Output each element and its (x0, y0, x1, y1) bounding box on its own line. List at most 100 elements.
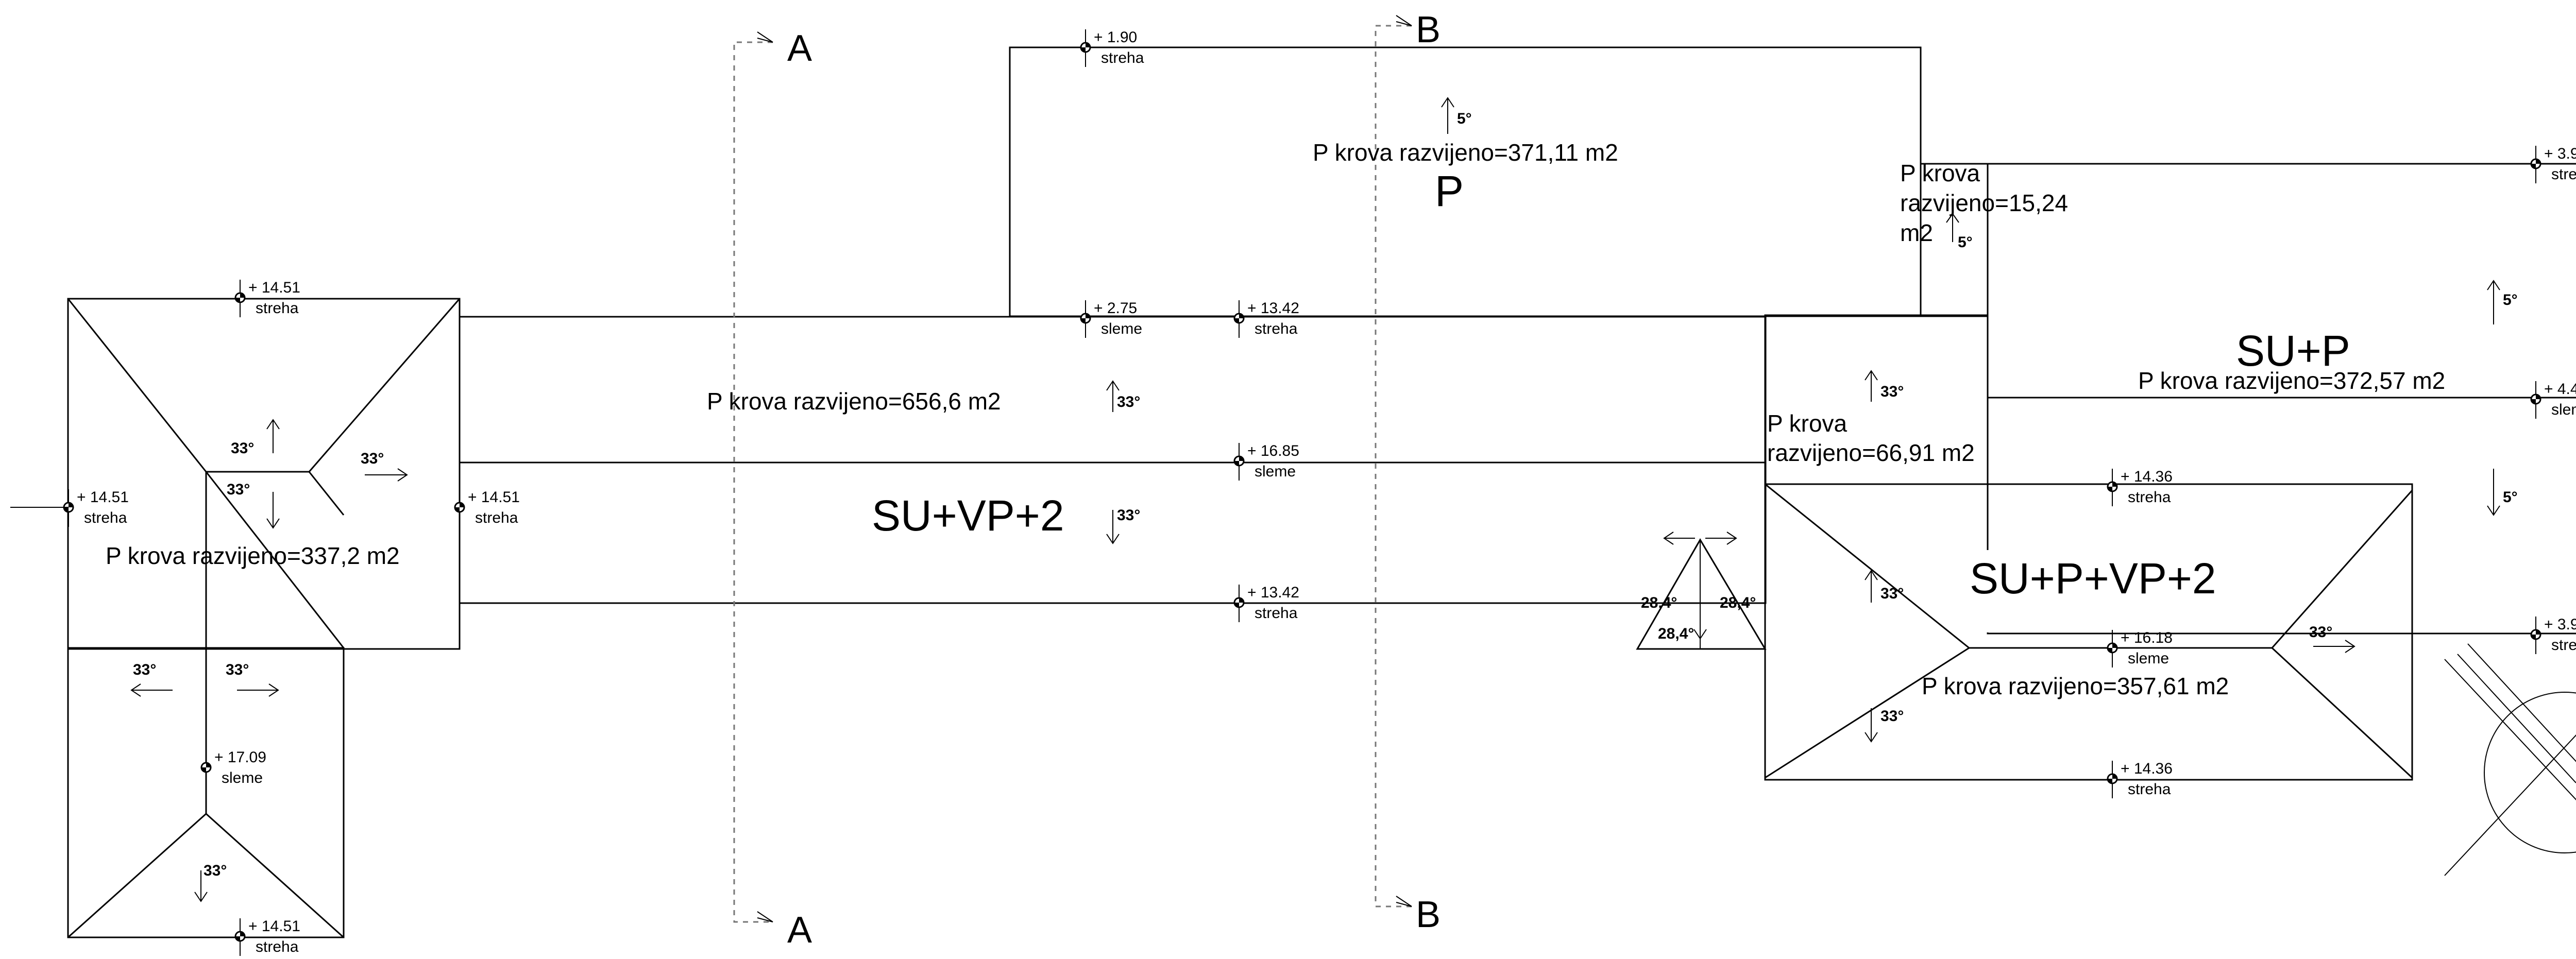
roof-main (459, 316, 1767, 604)
angle-label-west-4: 33° (133, 661, 156, 678)
level-marker: + 17.09 sleme (200, 749, 266, 787)
area-label-mid-2: razvijeno=66,91 m2 (1767, 439, 1975, 466)
area-label-su-p: P krova razvijeno=372,57 m2 (2138, 367, 2445, 394)
level-value: + 2.75 (1094, 300, 1137, 317)
level-marker: + 2.75 sleme (1080, 300, 1142, 338)
area-label-main: P krova razvijeno=656,6 m2 (707, 388, 1001, 415)
level-marker: + 14.51 streha (234, 279, 300, 317)
level-tag: sleme (1101, 320, 1142, 337)
level-marker-icon (2108, 643, 2117, 653)
level-marker: + 4.49sleme (2530, 381, 2576, 419)
angle-label-dormer-2: 28,4° (1720, 594, 1756, 611)
section-label-a-top: A (787, 28, 812, 69)
angle-label-se-3: 33° (2309, 624, 2332, 641)
level-marker-icon (2531, 630, 2540, 639)
level-marker-icon (455, 503, 464, 512)
area-label-mid-1: P krova (1767, 410, 1848, 437)
level-value: + 14.51 (468, 489, 520, 506)
level-value: + 13.42 (1247, 300, 1299, 317)
zone-label-su-p: SU+P (2236, 327, 2350, 375)
level-value: + 4.49 (2544, 381, 2576, 398)
zone-label-su-vp2: SU+VP+2 (872, 491, 1064, 540)
angle-label-p: 5° (1457, 110, 1472, 127)
roof-west-upper (67, 298, 461, 650)
angle-label-mid: 33° (1880, 383, 1904, 400)
section-label-b-top: B (1416, 9, 1440, 50)
level-marker-icon (1234, 456, 1244, 466)
level-marker-icon (1081, 43, 1090, 52)
zone-label-su-p-vp2: SU+P+VP+2 (1970, 554, 2216, 603)
level-marker: + 3.97 streha (2530, 145, 2576, 183)
angle-label-se-2: 33° (1880, 708, 1904, 725)
level-value: + 3.97 (2544, 145, 2576, 162)
level-marker-icon (2531, 159, 2540, 168)
level-marker: + 14.36 streha (2107, 760, 2173, 798)
level-value: + 14.36 (2121, 760, 2173, 777)
level-tag: streha (2551, 166, 2576, 183)
area-label-west: P krova razvijeno=337,2 m2 (106, 542, 400, 569)
level-marker-icon (235, 293, 245, 302)
level-tag: streha (2128, 489, 2171, 506)
level-marker-icon (1234, 314, 1244, 323)
angle-label-west-3: 33° (361, 450, 384, 467)
zone-label-p: P (1435, 167, 1464, 215)
angle-label-west-1: 33° (231, 440, 254, 457)
level-marker-icon (201, 763, 211, 772)
level-tag: sleme (1255, 463, 1296, 480)
level-marker: + 14.36 streha (2107, 468, 2173, 506)
level-value: + 13.42 (1247, 584, 1299, 601)
level-tag: streha (2128, 781, 2171, 798)
level-value: + 17.09 (214, 749, 266, 766)
level-value: + 1.90 (1094, 29, 1137, 46)
level-tag: sleme (222, 769, 263, 786)
area-label-small-1: P krova (1900, 160, 1980, 186)
level-tag: streha (475, 509, 518, 526)
section-label-b-bottom: B (1416, 894, 1440, 935)
level-tag: streha (1101, 49, 1144, 66)
level-value: + 14.36 (2121, 468, 2173, 485)
level-marker: + 14.51 streha (454, 489, 520, 527)
angle-label-west-6: 33° (204, 862, 227, 879)
level-marker: + 13.42 streha (1233, 300, 1299, 338)
area-label-p: P krova razvijeno=371,11 m2 (1313, 139, 1618, 166)
level-value: + 16.85 (1247, 442, 1299, 459)
level-value: + 14.51 (248, 279, 300, 296)
level-tag: streha (1255, 605, 1298, 622)
section-line-a: A A (733, 28, 812, 951)
level-marker-icon (1234, 598, 1244, 607)
angle-label-se-1: 33° (1880, 585, 1904, 602)
angle-label-su-p-upper: 5° (2503, 292, 2518, 309)
level-value: + 16.18 (2121, 629, 2173, 646)
level-marker: + 3.97 streha (2530, 616, 2576, 654)
angle-label-main-north: 33° (1117, 393, 1140, 410)
section-label-a-bottom: A (787, 910, 812, 951)
angle-label-west-5: 33° (226, 661, 249, 678)
angle-label-dormer-1: 28,4° (1641, 594, 1677, 611)
level-marker: + 1.90 streha (1080, 29, 1144, 67)
level-value: + 3.97 (2544, 616, 2576, 633)
level-marker-icon (2108, 774, 2117, 783)
level-marker: + 16.85 sleme (1233, 442, 1299, 481)
angle-label-su-p-lower: 5° (2503, 489, 2518, 506)
level-marker: + 13.42 streha (1233, 584, 1299, 622)
area-label-southeast: P krova razvijeno=357,61 m2 (1922, 673, 2229, 699)
north-arrow-icon (2444, 643, 2576, 876)
level-tag: streha (256, 938, 299, 955)
level-tag: streha (1255, 320, 1298, 337)
roof-southeast (1764, 483, 2413, 781)
level-tag: streha (2551, 637, 2576, 654)
slope-arrows (130, 97, 2500, 902)
level-marker-icon (2531, 395, 2540, 404)
hip-lines (67, 298, 2413, 938)
level-tag: streha (256, 300, 299, 317)
level-marker-icon (1081, 314, 1090, 323)
level-tag: streha (84, 509, 127, 526)
angle-label-dormer-3: 28,4° (1658, 625, 1694, 642)
area-label-small-3: m2 (1900, 219, 1933, 246)
angle-label-main-south: 33° (1117, 507, 1140, 524)
level-marker-icon (235, 932, 245, 941)
